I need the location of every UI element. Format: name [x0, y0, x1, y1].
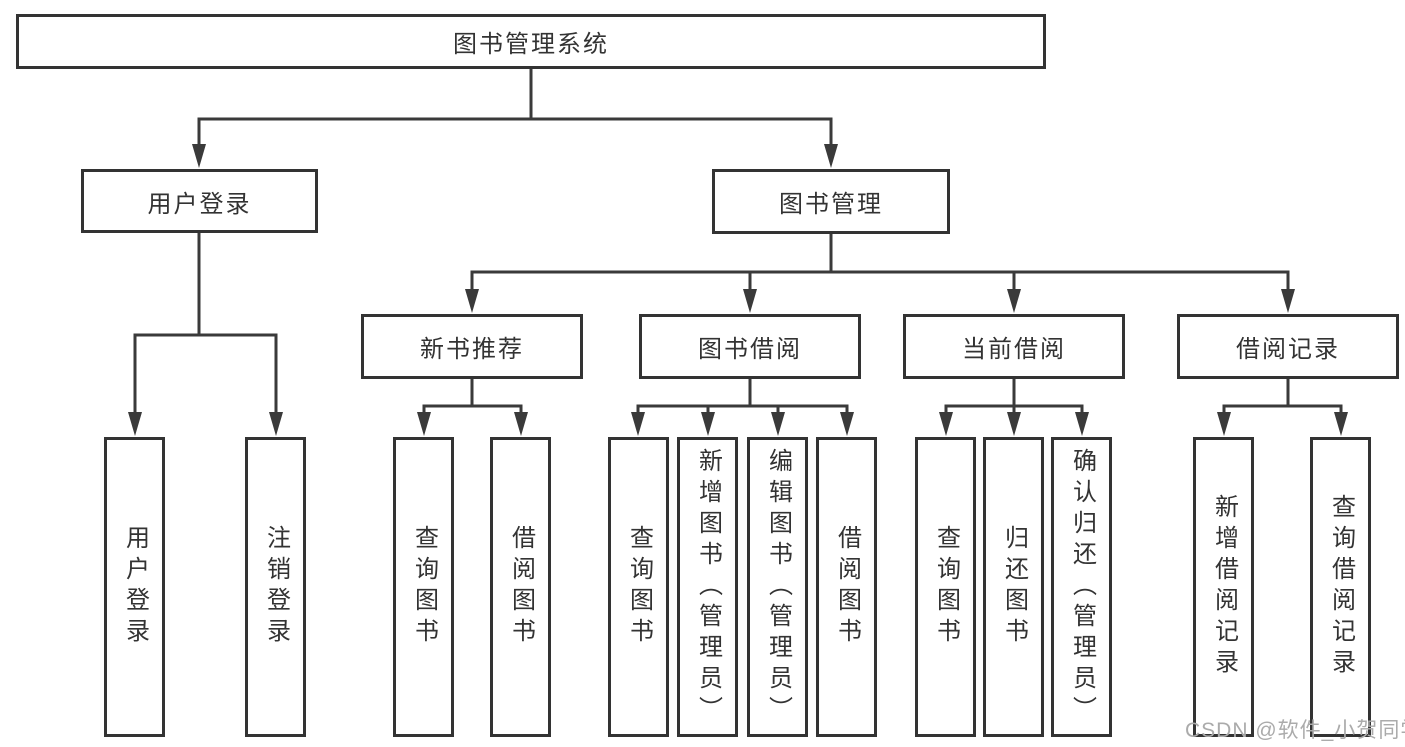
node-book-borrowing: 图书借阅 — [639, 314, 861, 379]
connector-bookborrow-to-leaves — [631, 379, 854, 436]
leaf-borrow-borrow-books: 借阅图书 — [816, 437, 877, 737]
leaf-records-add-record: 新增借阅记录 — [1193, 437, 1254, 737]
node-current-borrowing: 当前借阅 — [903, 314, 1125, 379]
leaf-current-confirm-return-admin: 确认归还（管理员） — [1051, 437, 1112, 737]
leaf-newbook-borrow-books: 借阅图书 — [490, 437, 551, 737]
csdn-watermark: CSDN @软件_小贺同学 — [1185, 719, 1405, 742]
leaf-borrow-edit-books-admin: 编辑图书（管理员） — [747, 437, 808, 737]
leaf-borrow-add-books-admin: 新增图书（管理员） — [677, 437, 738, 737]
leaf-user-login: 用户登录 — [104, 437, 165, 737]
node-book-management: 图书管理 — [712, 169, 950, 234]
leaf-current-query-books: 查询图书 — [915, 437, 976, 737]
leaf-newbook-query-books: 查询图书 — [393, 437, 454, 737]
leaf-records-query-record: 查询借阅记录 — [1310, 437, 1371, 737]
leaf-borrow-query-books: 查询图书 — [608, 437, 669, 737]
leaf-current-return-books: 归还图书 — [983, 437, 1044, 737]
connector-currentborrow-to-leaves — [939, 379, 1089, 436]
connector-borrowrecord-to-leaves — [1217, 379, 1348, 436]
connector-newbookrec-to-leaves — [417, 379, 528, 436]
node-root: 图书管理系统 — [16, 14, 1046, 69]
node-user-login: 用户登录 — [81, 169, 318, 233]
node-new-book-recommend: 新书推荐 — [361, 314, 583, 379]
node-borrowing-records: 借阅记录 — [1177, 314, 1399, 379]
leaf-logout: 注销登录 — [245, 437, 306, 737]
connector-userlogin-to-leaves — [128, 233, 283, 436]
connector-bookmgmt-to-level3 — [465, 234, 1295, 313]
connector-root-to-level2 — [192, 69, 838, 168]
